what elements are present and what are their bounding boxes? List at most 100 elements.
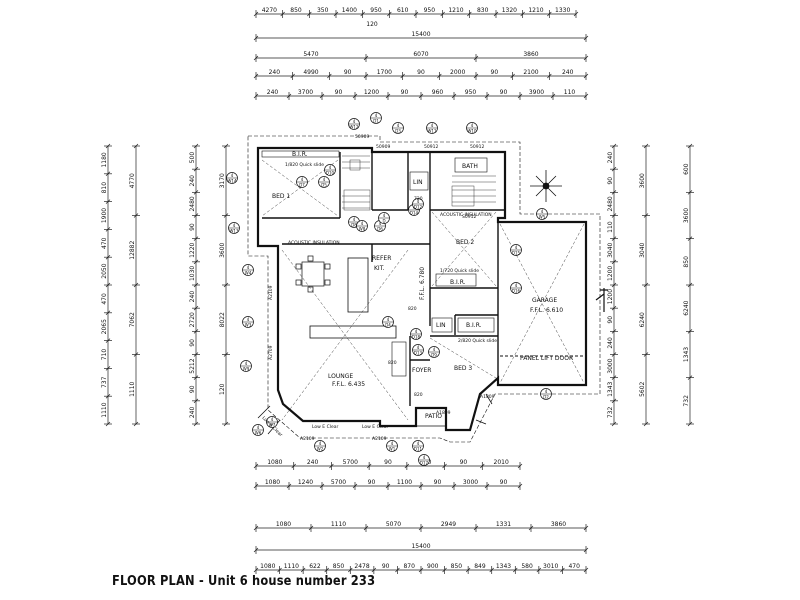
dim-top4-label: 2100	[523, 69, 538, 76]
island-bench	[309, 325, 397, 339]
svg-text:W14: W14	[227, 178, 237, 183]
dim-left-outer-label: 470	[101, 237, 108, 249]
svg-text:4: 4	[361, 221, 364, 226]
dim-bot5-label: 622	[309, 563, 321, 570]
dim-bot2-label: 90	[500, 479, 508, 486]
dim-right-inner-label: 3000	[607, 358, 614, 373]
dim-bot5-label: 900	[427, 563, 439, 570]
dim-top4-label: 240	[269, 69, 281, 76]
dim-bot5-label: 850	[333, 563, 345, 570]
room-bed3: BED 3	[454, 365, 472, 372]
bir-bed2	[435, 273, 477, 287]
svg-text:4: 4	[329, 165, 332, 170]
dim-bot5-label: 870	[403, 563, 415, 570]
dim-top4-label: 90	[344, 69, 352, 76]
dim-right-mid-label: 3600	[639, 173, 646, 188]
dim-top1-label: 1210	[448, 7, 463, 14]
dim-bot5-label: 580	[521, 563, 533, 570]
dim-top4-label: 2000	[450, 69, 465, 76]
dim-top1-label: 830	[477, 7, 489, 14]
svg-text:D10: D10	[326, 170, 335, 175]
dim-top1-label: 950	[424, 7, 436, 14]
dim-left-outer-label: 1110	[101, 402, 108, 417]
dim-bot2-label: 1100	[397, 479, 412, 486]
dim-left-inner-label: 2480	[189, 196, 196, 211]
dim-top4-label: 1700	[377, 69, 392, 76]
svg-text:W3: W3	[245, 322, 252, 327]
dim-left-outer-label: 710	[101, 349, 108, 361]
garage-gate	[595, 288, 608, 312]
svg-text:4: 4	[433, 347, 436, 352]
svg-text:4: 4	[515, 245, 518, 250]
dim-bot5-label: 90	[382, 563, 390, 570]
room-lin-1: LIN	[413, 179, 423, 186]
svg-text:W2: W2	[317, 446, 324, 451]
dim-bot3-label: 5070	[386, 521, 401, 528]
svg-text:D17: D17	[420, 460, 429, 465]
svg-text:4: 4	[245, 361, 248, 366]
svg-text:D8: D8	[351, 222, 357, 227]
svg-text:D3: D3	[395, 128, 401, 133]
dim-bot5-label: 3010	[543, 563, 558, 570]
tag-w4: 4W4	[242, 264, 254, 276]
tag-w8: 4W8	[356, 220, 368, 232]
room-bir-2: B.I.R.	[450, 279, 466, 286]
dim-left-inner-label: 90	[189, 339, 196, 347]
tag-d1: 4D1	[370, 112, 382, 124]
drawing-caption: FLOOR PLAN - Unit 6 house number 233	[112, 574, 376, 589]
tag-d: 4D	[378, 212, 390, 224]
dim-right-inner-label: 240	[607, 152, 614, 164]
dim-left-outer-label: 1180	[101, 152, 108, 167]
room-bath: BATH	[462, 163, 478, 170]
svg-text:4: 4	[301, 177, 304, 182]
dim-left-inner-label: 500	[189, 152, 196, 164]
door-size-10: A2109	[268, 285, 274, 300]
svg-text:4: 4	[323, 177, 326, 182]
dim-left-inner-label: 1220	[189, 242, 196, 257]
svg-text:D1: D1	[373, 118, 379, 123]
svg-text:4: 4	[471, 123, 474, 128]
dim-right-outer-label: 3600	[683, 208, 690, 223]
dim-left-mid-label: 12882	[129, 241, 136, 260]
room-lounge: LOUNGE	[328, 373, 353, 380]
svg-text:D: D	[382, 218, 385, 223]
dim-bot2-label: 90	[368, 479, 376, 486]
dim-top4-label: 90	[491, 69, 499, 76]
dim-right-inner-label: 110	[607, 221, 614, 233]
svg-text:W11: W11	[427, 128, 437, 133]
svg-text:4: 4	[417, 441, 420, 446]
svg-text:D15: D15	[512, 250, 521, 255]
svg-text:4: 4	[247, 317, 250, 322]
dim-left-outer-label: 2050	[101, 263, 108, 278]
dim-left-inner-label: 90	[189, 223, 196, 231]
svg-text:4: 4	[431, 123, 434, 128]
building-walls	[247, 135, 608, 443]
svg-text:4: 4	[397, 123, 400, 128]
label-low-e-1: Low E Clear	[312, 424, 338, 430]
foyer-box	[391, 341, 407, 377]
svg-text:4: 4	[383, 213, 386, 218]
dim-top1b-label: 120	[366, 21, 378, 28]
internal-walls	[257, 148, 505, 406]
dim-bot3-label: 1110	[331, 521, 346, 528]
svg-text:W8: W8	[359, 226, 366, 231]
dim-left-inner-label: 5212	[189, 358, 196, 373]
svg-text:W4: W4	[245, 270, 252, 275]
tag-w3: 4W3	[242, 316, 254, 328]
dim-top1-label: 1320	[502, 7, 517, 14]
dim-top5-label: 110	[564, 89, 576, 96]
dim-left-outer-label: 470	[101, 293, 108, 305]
dim-top5-label: 3700	[298, 89, 313, 96]
door-size-5: A1809	[436, 410, 451, 416]
dim-bot1-label: 2010	[494, 459, 509, 466]
door-size-2: 820	[414, 392, 423, 398]
dim-right-inner-label: 90	[607, 316, 614, 324]
dim-bot3-label: 3860	[551, 521, 566, 528]
door-size-9: A1809	[480, 394, 495, 400]
dim-left-mid-label: 4770	[129, 173, 136, 188]
